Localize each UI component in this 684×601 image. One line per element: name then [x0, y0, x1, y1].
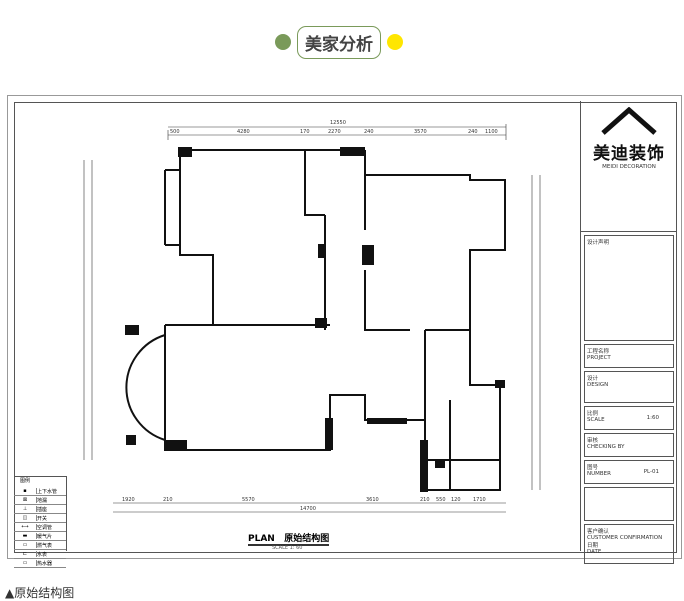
dimension-lines — [83, 124, 541, 513]
legend-item: 地漏 — [37, 497, 48, 504]
dim-top: 240 — [364, 129, 374, 135]
legend-item: 空调管 — [37, 524, 53, 531]
label: 审核 — [587, 438, 599, 444]
dim-top-total: 12550 — [330, 120, 346, 126]
dim-top: 2270 — [328, 129, 341, 135]
dim-top: 170 — [300, 129, 310, 135]
plan-title-en: PLAN — [248, 534, 275, 544]
dim-bottom: 120 — [451, 497, 461, 503]
brand-name: 美迪装饰 — [593, 144, 665, 164]
contact-cell — [584, 487, 674, 521]
label-en: DESIGN — [587, 382, 609, 388]
dim-top: 4280 — [237, 129, 250, 135]
company-logo: 美迪装饰 MEIDI DECORATION — [581, 101, 677, 232]
plan-scale: SCALE 1: 60 — [272, 545, 303, 551]
label-en: SCALE — [587, 417, 605, 423]
label: 日期 — [587, 543, 599, 549]
columns — [125, 147, 505, 492]
legend-item: 上下水管 — [37, 488, 58, 495]
legend: 图例 ▪上下水管 ⊠地漏 ⊥插座 ◫开关 ⟷空调管 ▬暖气片 ▭燃气表 ⊏水表 … — [14, 476, 67, 568]
section-title: 美家分析 — [297, 25, 381, 59]
image-caption: ▲原始结构图 — [5, 586, 75, 600]
brand-name-en: MEIDI DECORATION — [602, 164, 656, 170]
dim-bottom-total: 14700 — [300, 506, 316, 512]
legend-title: 图例 — [20, 478, 31, 484]
dim-bottom: 210 — [163, 497, 173, 503]
drawing-sheet — [7, 95, 682, 559]
legend-item: 插座 — [37, 506, 48, 513]
label: 设计 — [587, 376, 599, 382]
label-en: NUMBER — [587, 471, 611, 477]
yellow-dot-icon — [387, 34, 403, 50]
dim-top: 1100 — [485, 129, 498, 135]
legend-item: 开关 — [37, 515, 48, 522]
label: 比例 — [587, 411, 599, 417]
dim-bottom: 210 — [420, 497, 430, 503]
legend-item: 燃气表 — [37, 542, 53, 549]
design-notes: 设计声明 — [584, 235, 674, 341]
label: 客户确认 — [587, 529, 610, 535]
dim-bottom: 5570 — [242, 497, 255, 503]
plan-title: PLAN 原始结构图 — [248, 531, 330, 546]
section-header: 美家分析 — [275, 25, 403, 59]
plan-title-cn: 原始结构图 — [284, 534, 330, 544]
label-en: CHECKING BY — [587, 444, 625, 450]
scale-value: 1:60 — [646, 415, 659, 421]
label-en: DATE — [587, 549, 602, 555]
label-en: CUSTOMER CONFIRMATION — [587, 535, 663, 541]
dim-bottom: 1710 — [473, 497, 486, 503]
label: 工程名称 — [587, 349, 610, 355]
number-value: PL-01 — [643, 469, 659, 475]
legend-item: 暖气片 — [37, 533, 53, 540]
label-en: PROJECT — [587, 355, 611, 361]
roof-logo-icon — [601, 106, 657, 135]
legend-item: 水表 — [37, 551, 48, 558]
notes-title: 设计声明 — [587, 240, 610, 246]
green-dot-icon — [275, 34, 291, 50]
dim-bottom: 3610 — [366, 497, 379, 503]
legend-item: 热水器 — [37, 560, 53, 567]
dim-top: 500 — [170, 129, 180, 135]
dim-top: 240 — [468, 129, 478, 135]
dim-bottom: 1920 — [122, 497, 135, 503]
label: 图号 — [587, 465, 599, 471]
dim-bottom: 550 — [436, 497, 446, 503]
dim-top: 3570 — [414, 129, 427, 135]
